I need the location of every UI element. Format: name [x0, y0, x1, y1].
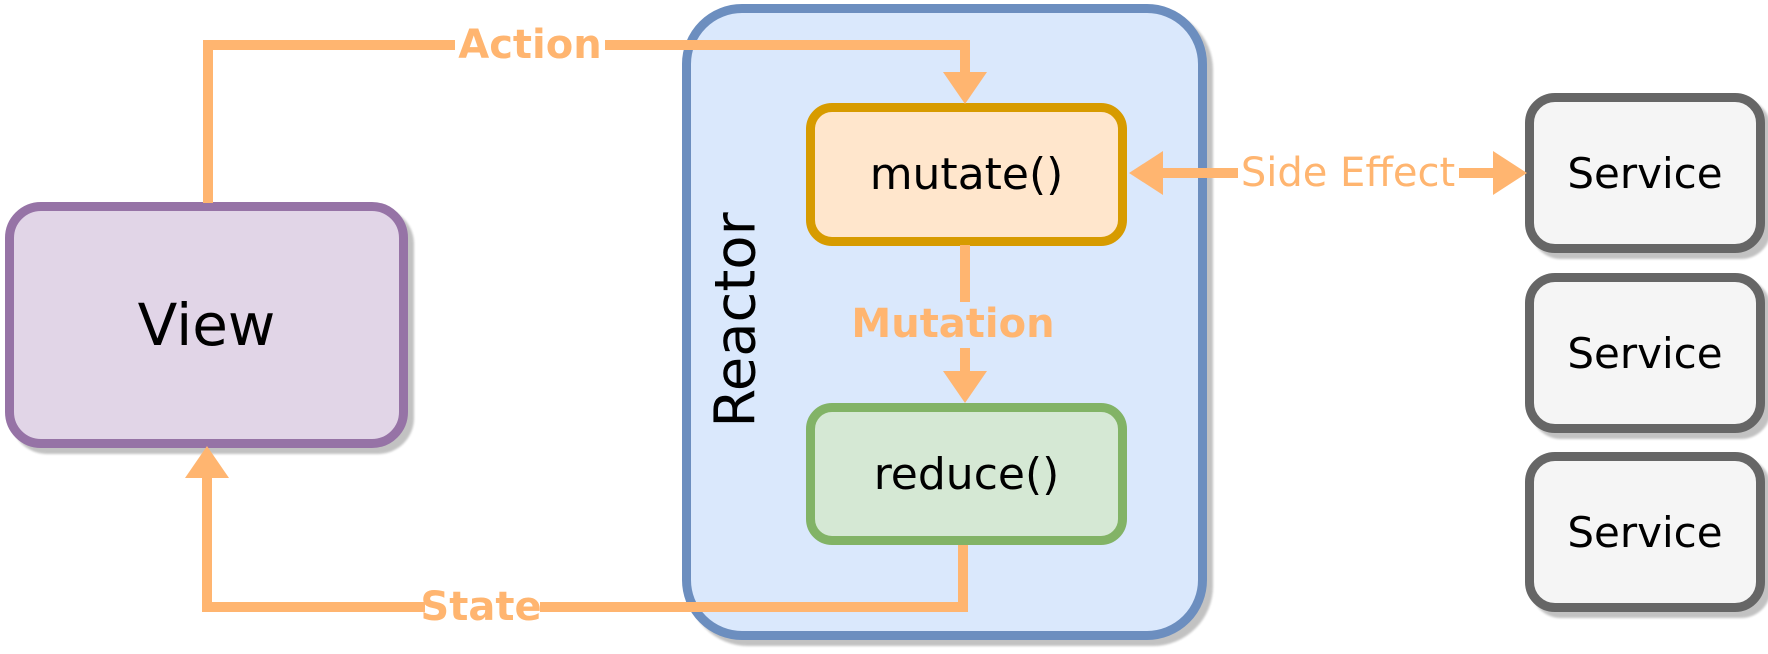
- action-arrowhead-down-icon: [943, 72, 987, 104]
- action-edge-riser: [203, 45, 213, 203]
- service-node-3: Service: [1525, 452, 1765, 612]
- mutate-node: mutate(): [806, 103, 1127, 246]
- mutation-edge-line-top: [960, 245, 970, 302]
- view-node: View: [5, 202, 408, 448]
- side-effect-edge-label: Side Effect: [1240, 150, 1456, 196]
- side-effect-arrowhead-left-icon: [1129, 151, 1163, 195]
- side-effect-edge-line-left: [1163, 168, 1238, 178]
- state-edge-line-right: [540, 602, 968, 612]
- state-edge-label: State: [420, 584, 542, 630]
- side-effect-edge-line-right: [1459, 168, 1494, 178]
- side-effect-arrowhead-right-icon: [1493, 151, 1527, 195]
- state-edge-drop: [958, 545, 968, 612]
- service-node-2-label: Service: [1567, 328, 1723, 378]
- service-node-1: Service: [1525, 93, 1765, 253]
- mutate-node-label: mutate(): [869, 149, 1064, 200]
- reduce-node-label: reduce(): [873, 448, 1060, 500]
- service-node-2: Service: [1525, 273, 1765, 433]
- reduce-node: reduce(): [806, 403, 1127, 545]
- action-edge-line-right: [605, 40, 970, 50]
- state-arrowhead-up-icon: [185, 446, 229, 478]
- action-edge-drop: [960, 40, 970, 74]
- action-edge-label: Action: [458, 22, 602, 68]
- service-node-1-label: Service: [1567, 148, 1723, 198]
- mutation-arrowhead-down-icon: [943, 371, 987, 403]
- reactor-label: Reactor: [703, 212, 769, 428]
- view-node-label: View: [137, 291, 276, 359]
- state-edge-line-left: [202, 602, 425, 612]
- mutation-edge-line-bottom: [960, 348, 970, 372]
- mutation-edge-label: Mutation: [851, 301, 1055, 347]
- action-edge-line-left: [203, 40, 455, 50]
- state-edge-riser: [202, 478, 212, 612]
- service-node-3-label: Service: [1567, 507, 1723, 557]
